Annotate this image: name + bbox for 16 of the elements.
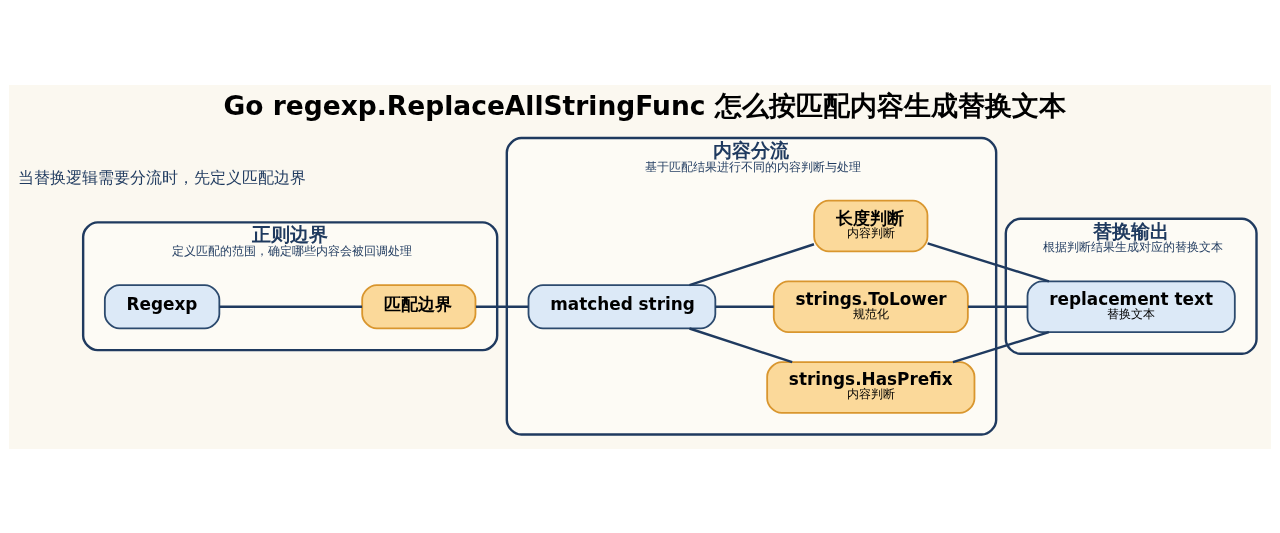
node-box: strings.ToLower 规范化: [772, 280, 969, 333]
connector: [219, 305, 363, 308]
connector: [968, 305, 1028, 308]
label: 当替换逻辑需要分流时，先定义匹配边界: [18, 167, 307, 187]
connector: [715, 305, 774, 308]
node-box: replacement text 替换文本: [1026, 280, 1236, 333]
diagram-title: Go regexp.ReplaceAllStringFunc 怎么按匹配内容生成替换文本: [223, 89, 1066, 121]
connector: [475, 305, 529, 308]
node-box: 匹配边界: [361, 283, 477, 329]
node-box: matched string: [527, 283, 717, 329]
connector: [689, 242, 815, 286]
connector: [927, 241, 1050, 283]
node-box: Regexp: [103, 283, 221, 329]
node-box: 长度判断 内容判断: [813, 199, 929, 252]
node-box: strings.HasPrefix 内容判断: [766, 360, 976, 414]
connector: [689, 326, 793, 363]
